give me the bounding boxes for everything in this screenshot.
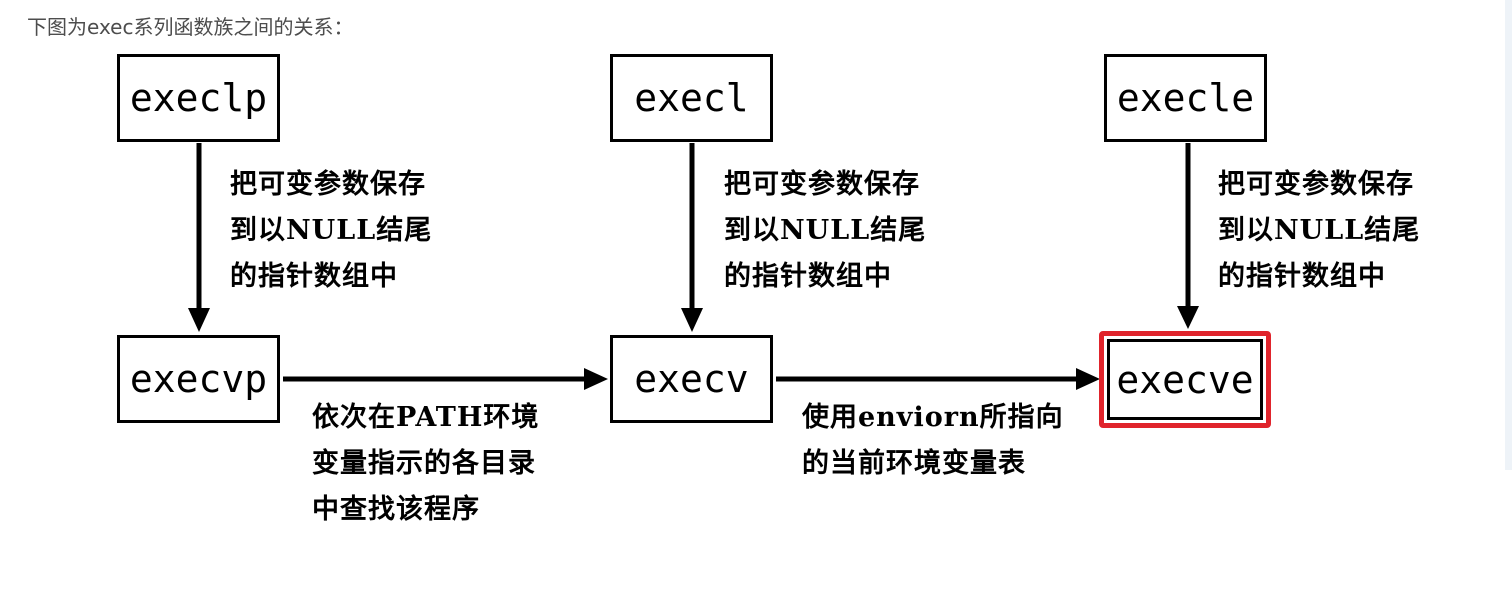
arrowhead-execv: [681, 308, 703, 332]
label-line: 到以NULL结尾: [1218, 215, 1421, 246]
arrowhead-execvp: [188, 308, 210, 332]
label-line: 的指针数组中: [1218, 261, 1386, 292]
node-execlp: execlp: [117, 54, 280, 142]
label-line: 使用enviorn所指向: [802, 402, 1064, 433]
label-line: 中查找该程序: [312, 494, 480, 525]
intro-text: 下图为exec系列函数族之间的关系：: [27, 15, 354, 39]
label-line: 把可变参数保存: [230, 169, 426, 200]
label-line: 的当前环境变量表: [802, 448, 1026, 479]
label-line: 到以NULL结尾: [724, 215, 927, 246]
node-execl: execl: [610, 54, 773, 142]
node-execle: execle: [1104, 54, 1267, 142]
arrowhead-execve-down: [1177, 306, 1199, 329]
label-line: 把可变参数保存: [1218, 169, 1414, 200]
label-line: 依次在PATH环境: [312, 402, 540, 433]
arrowhead-execv-right: [584, 368, 608, 390]
label-line: 变量指示的各目录: [312, 448, 536, 479]
label-line: 的指针数组中: [230, 261, 398, 292]
label-execl-to-execv: 把可变参数保存 到以NULL结尾 的指针数组中: [724, 162, 926, 300]
label-execv-to-execve: 使用enviorn所指向 的当前环境变量表: [802, 395, 1064, 487]
label-execvp-to-execv: 依次在PATH环境 变量指示的各目录 中查找该程序: [312, 395, 539, 533]
label-execlp-to-execvp: 把可变参数保存 到以NULL结尾 的指针数组中: [230, 162, 432, 300]
node-execv: execv: [610, 335, 773, 423]
label-line: 把可变参数保存: [724, 169, 920, 200]
arrowhead-execve-right: [1076, 368, 1100, 390]
node-execve-highlighted: execve: [1099, 331, 1271, 428]
node-execve: execve: [1107, 339, 1263, 420]
node-execvp: execvp: [117, 335, 280, 423]
scrollbar-track[interactable]: [1505, 0, 1512, 470]
label-line: 到以NULL结尾: [230, 215, 433, 246]
label-line: 的指针数组中: [724, 261, 892, 292]
label-execle-to-execve: 把可变参数保存 到以NULL结尾 的指针数组中: [1218, 162, 1420, 300]
